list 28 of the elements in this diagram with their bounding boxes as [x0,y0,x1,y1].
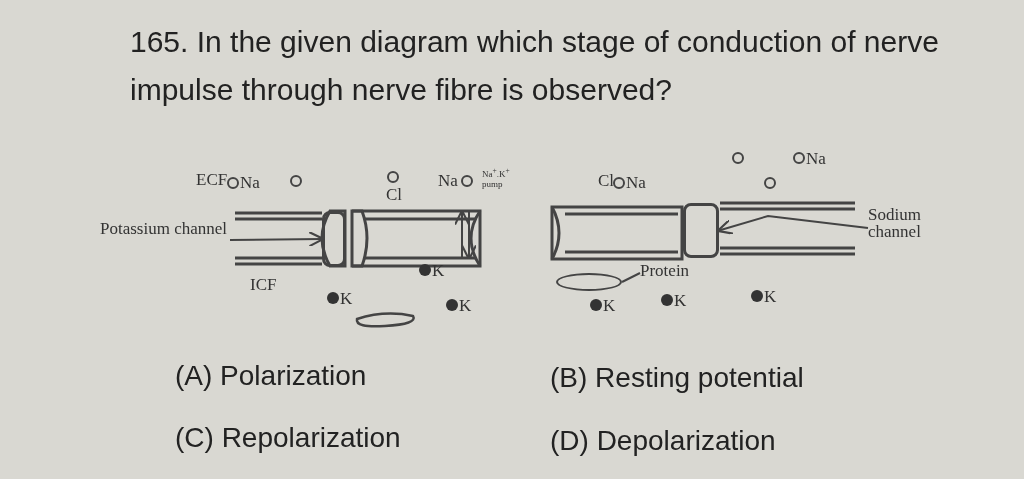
callout-label: Potassium channel [100,220,230,260]
protein-shape [556,273,622,291]
arrow [716,215,869,235]
diagram-label: ICF [250,276,277,293]
callout-label: Sodium channel [868,206,968,250]
diagram-label: K [459,297,472,314]
diagram-label: K [603,297,616,314]
diagram-label: K [340,290,353,307]
leader-line [621,272,641,283]
diagram-label: K [432,262,445,279]
diagram-label: Cl [598,172,615,189]
answer-option: (C) Repolarization [175,422,401,454]
question-text: 165. In the given diagram which stage of conduction of nerve impulse through nerve fibre is observed? [130,24,940,108]
channel-gate [322,211,346,267]
answer-option: (A) Polarization [175,360,367,392]
diagram-label: K [764,288,777,305]
callout-label: Protein [640,262,740,284]
diagram-label: Na$^{+}$.K$^{+}$ pump [482,166,511,189]
answer-option: (B) Resting potential [550,362,804,394]
diagram-label: K [674,292,687,309]
answer-option: (D) Depolarization [550,425,776,457]
diagram-label: Na [806,150,826,167]
diagram-label: ECF [196,171,228,188]
channel-gate [683,203,719,258]
diagram-label: Na [438,172,458,189]
diagram-label: Cl [386,186,403,203]
diagram-label: Na [240,174,260,191]
diagram-label: Na [626,174,646,191]
